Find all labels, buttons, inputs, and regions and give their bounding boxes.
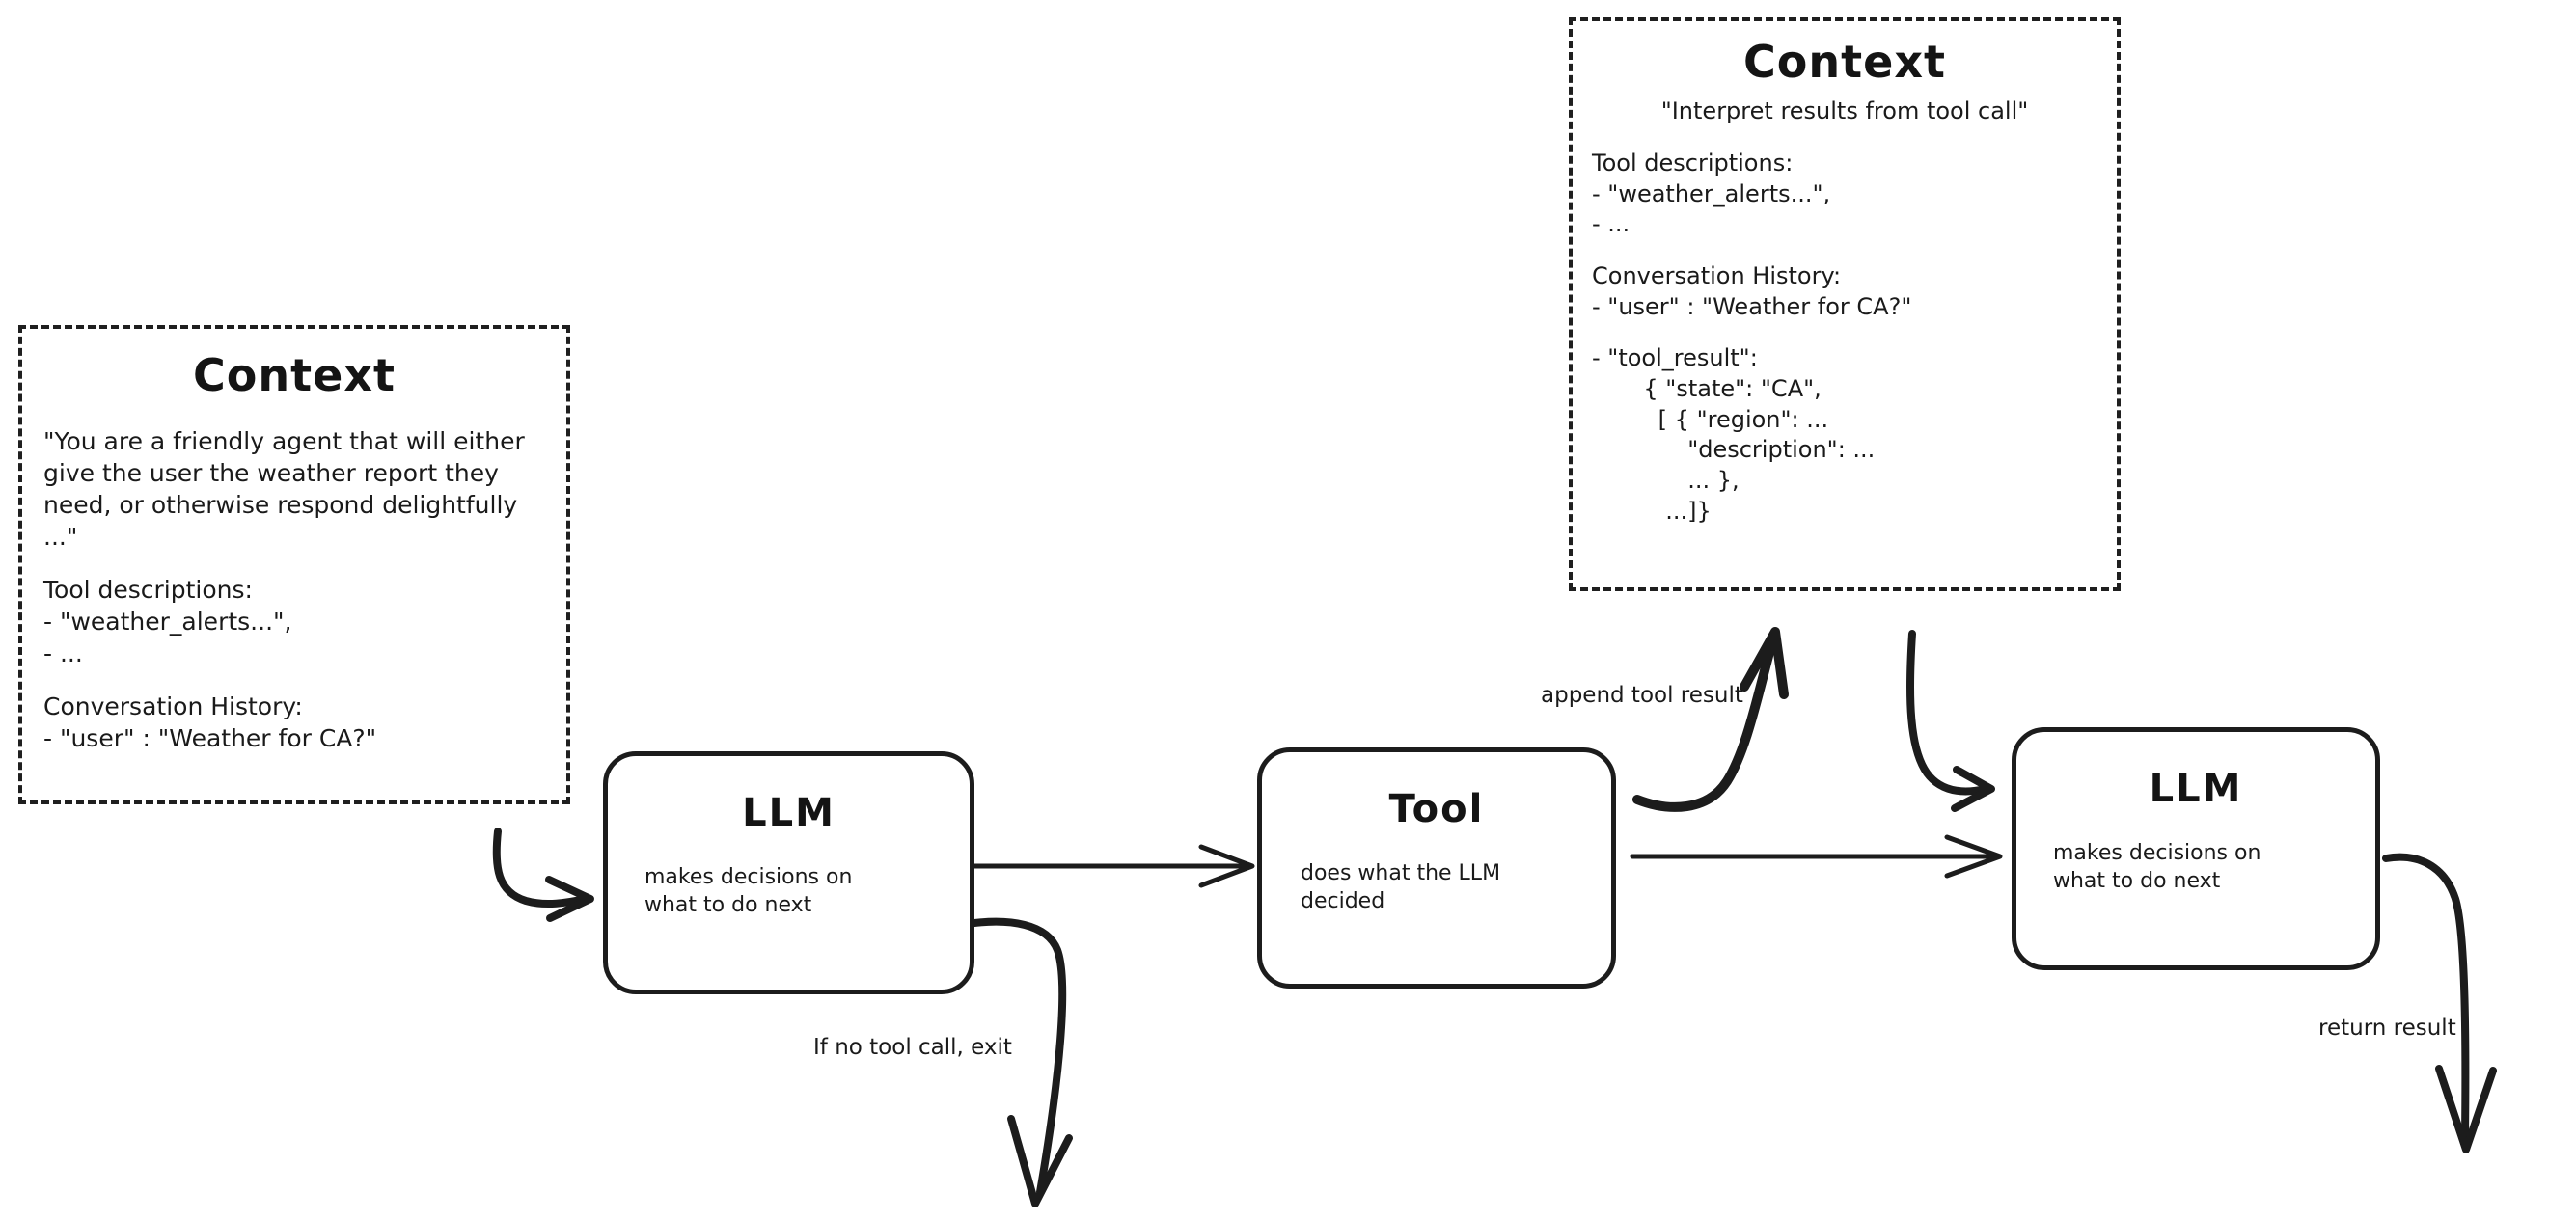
- edge-tool-to-llm2: [1630, 834, 2003, 879]
- context-right-tool-descriptions-items: - "weather_alerts...", - ...: [1592, 179, 1831, 238]
- edge-label-append-tool-result: append tool result: [1541, 683, 1743, 708]
- node-llm-second-subtitle: makes decisions on what to do next: [2053, 841, 2261, 893]
- context-right-system-prompt: "Interpret results from tool call": [1660, 97, 2029, 125]
- context-right-conversation-header: Conversation History:: [1592, 261, 1842, 289]
- context-box-left: Context "You are a friendly agent that w…: [18, 325, 570, 804]
- node-llm-second[interactable]: LLM makes decisions on what to do next: [2012, 727, 2380, 970]
- spacer: [1592, 127, 2097, 149]
- spacer: [43, 669, 545, 691]
- edge-tool-append-result: [1632, 627, 1789, 812]
- node-tool[interactable]: Tool does what the LLM decided: [1257, 747, 1616, 989]
- context-left-tool-descriptions-header: Tool descriptions:: [43, 576, 253, 605]
- edge-llm1-to-tool: [968, 844, 1255, 888]
- edge-llm1-exit: [971, 917, 1073, 1207]
- context-left-conversation-items: - "user" : "Weather for CA?": [43, 724, 377, 753]
- node-tool-title: Tool: [1388, 787, 1485, 831]
- context-right-title: Context: [1743, 36, 1946, 88]
- edge-label-if-no-tool-call-exit: If no tool call, exit: [813, 1035, 1012, 1060]
- context-box-right: Context "Interpret results from tool cal…: [1569, 17, 2121, 591]
- node-llm-first-title: LLM: [742, 791, 836, 835]
- spacer: [1592, 240, 2097, 261]
- context-right-tool-result-label: - "tool_result":: [1592, 344, 1758, 372]
- edge-context-to-llm1: [492, 828, 594, 922]
- edge-llm2-return: [2382, 853, 2497, 1153]
- context-left-conversation-header: Conversation History:: [43, 692, 303, 721]
- context-right-tool-result-body: { "state": "CA", [ { "region": ... "desc…: [1643, 375, 1876, 525]
- node-llm-first-subtitle: makes decisions on what to do next: [644, 865, 853, 917]
- context-right-tool-descriptions-header: Tool descriptions:: [1592, 149, 1794, 176]
- spacer: [43, 553, 545, 574]
- node-llm-second-title: LLM: [2149, 767, 2243, 811]
- context-left-system-prompt: "You are a friendly agent that will eith…: [43, 427, 533, 552]
- spacer: [1592, 322, 2097, 343]
- edge-context2-to-llm2: [1905, 630, 1995, 812]
- edge-label-return-result: return result: [2318, 1016, 2456, 1041]
- context-left-title: Context: [193, 349, 396, 401]
- context-right-conversation-user: - "user" : "Weather for CA?": [1592, 292, 1912, 320]
- context-left-tool-descriptions-items: - "weather_alerts...", - ...: [43, 608, 292, 668]
- node-tool-subtitle: does what the LLM decided: [1301, 861, 1501, 913]
- node-llm-first[interactable]: LLM makes decisions on what to do next: [603, 751, 974, 994]
